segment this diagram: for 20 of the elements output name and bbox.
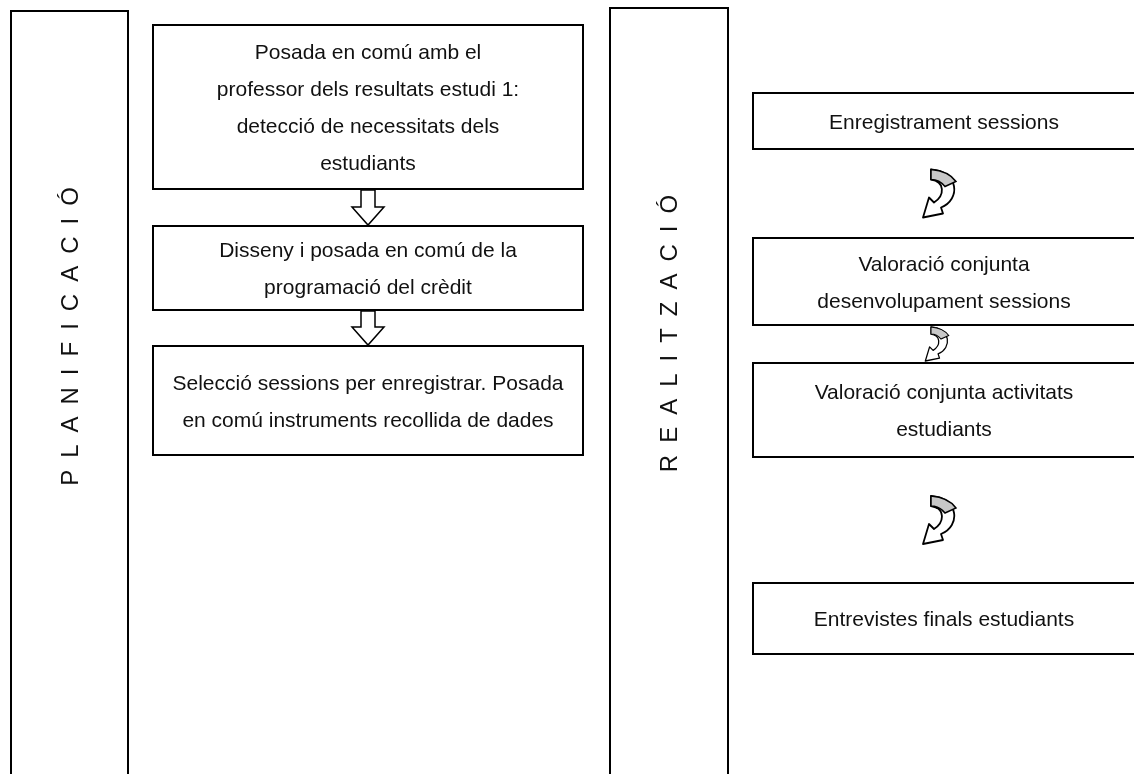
phase-band [609,7,729,774]
step-text: Posada en comú amb el professor dels resultats estudi 1: detecció de necessitats dels estudiants [215,39,521,176]
block-arrow [350,310,386,347]
step-text: Enregistrament sessions [828,108,1060,135]
step-text: Valoració conjunta desenvolupament sessions [816,250,1072,314]
phase-label: REALITZACIÓ [654,181,684,475]
block-arrow [350,189,386,227]
process-box [152,225,584,311]
process-box [752,237,1134,326]
phase-band [10,10,129,774]
step-text: Selecció sessions per enregistrar. Posada en comú instruments recollida de dades [171,369,565,433]
step-text: Entrevistes finals estudiants [812,606,1076,632]
process-box [752,92,1134,150]
step-text: Valoració conjunta activitats estudiants [813,379,1075,442]
process-box [752,362,1134,458]
step-text: Disseny i posada en comú de la programació del crèdit [218,237,518,300]
process-box [752,582,1134,655]
phase-label: PLANIFICACIÓ [55,174,84,488]
process-box [152,345,584,456]
process-box [152,24,584,190]
